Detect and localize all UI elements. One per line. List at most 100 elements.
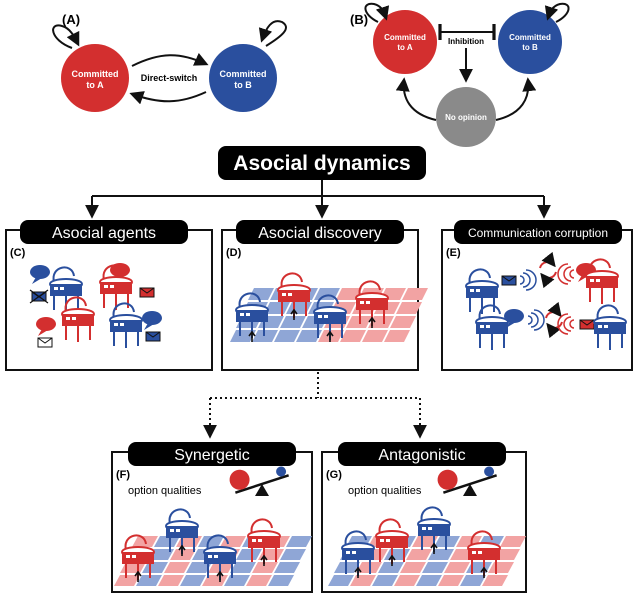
panel-f-label: (F) xyxy=(116,469,130,481)
robot-led xyxy=(590,279,594,282)
panel-e-label: (E) xyxy=(446,247,461,259)
node-no-opinion-label: No opinion xyxy=(445,113,487,122)
self-loop-a xyxy=(52,24,80,49)
option-qualities-f: option qualities xyxy=(128,485,202,497)
panel-e-content xyxy=(465,251,627,350)
robot-antenna xyxy=(378,518,401,535)
panel-f-content xyxy=(114,466,312,586)
robot-agent xyxy=(585,258,619,304)
option-ball-big xyxy=(229,469,250,490)
signal-wave xyxy=(569,269,575,279)
robot-led xyxy=(54,287,58,290)
robot-led xyxy=(604,325,608,328)
cross-icon xyxy=(29,289,49,304)
robot-led xyxy=(170,529,174,532)
node-bb-line1: Committed xyxy=(509,33,551,42)
bubble-body xyxy=(36,317,56,331)
robot-antenna xyxy=(250,518,273,535)
envelope-icon xyxy=(579,319,595,330)
signal-wave xyxy=(530,312,539,328)
fulcrum xyxy=(463,484,477,496)
robot-led xyxy=(72,317,76,320)
floor-tile xyxy=(164,562,190,573)
envelope-flap xyxy=(145,331,161,338)
robot-antenna xyxy=(168,508,191,525)
robot-led xyxy=(214,555,218,558)
robot-led xyxy=(472,551,476,554)
robot-agent xyxy=(99,264,133,310)
title-text: Asocial dynamics xyxy=(233,152,410,175)
option-ball-small xyxy=(484,466,495,477)
robot-agent xyxy=(475,304,509,350)
tab-c-label: Asocial agents xyxy=(52,225,156,242)
floor-tile xyxy=(372,575,398,586)
floor-tile xyxy=(444,562,470,573)
robot-antenna xyxy=(112,302,135,319)
robot-led xyxy=(176,529,180,532)
robot-agent xyxy=(467,530,501,576)
robot-antenna xyxy=(124,534,147,551)
none-to-b xyxy=(495,77,537,121)
bubble-body xyxy=(504,309,524,323)
signal-wave xyxy=(557,313,569,335)
robot-agent xyxy=(593,304,627,350)
envelope-flap xyxy=(579,319,595,326)
self-loop-bb xyxy=(544,2,570,23)
panel-b-label: (B) xyxy=(350,12,368,27)
self-loop-ba xyxy=(364,2,390,23)
node-committed-b: Committed to B xyxy=(209,44,277,112)
floor-tile xyxy=(390,316,416,328)
robot-led xyxy=(252,539,256,542)
floor-tile xyxy=(384,330,410,342)
robot-led xyxy=(132,555,136,558)
node-a-line1: Committed xyxy=(72,69,119,79)
robot-led xyxy=(346,551,350,554)
up-arrow-icon xyxy=(134,570,142,582)
node-b-committed-b: Committed to B xyxy=(498,10,562,74)
option-ball-small xyxy=(276,466,287,477)
robot-led xyxy=(288,293,292,296)
robot-led xyxy=(598,325,602,328)
signal-wave xyxy=(557,263,569,285)
robot-agent xyxy=(203,534,237,580)
bubble-tail xyxy=(506,321,516,328)
robot-led xyxy=(478,551,482,554)
robot-led xyxy=(366,301,370,304)
robot-antenna xyxy=(64,296,87,313)
tab-g-label: Antagonistic xyxy=(378,447,465,464)
up-arrow-icon xyxy=(290,308,298,320)
bubble-tail xyxy=(144,323,154,330)
up-arrow-icon xyxy=(430,542,438,554)
robot-led xyxy=(422,527,426,530)
up-arrow-icon xyxy=(216,570,224,582)
floor-tile xyxy=(180,575,206,586)
tab-f xyxy=(128,442,296,466)
floor-tile xyxy=(362,330,388,342)
robot-led xyxy=(318,315,322,318)
cycle-arrow xyxy=(540,271,557,289)
self-loop-b xyxy=(258,20,287,47)
floor-tile xyxy=(396,302,422,314)
panel-g-content xyxy=(328,466,526,586)
robot-antenna xyxy=(358,280,381,297)
tab-d xyxy=(236,220,404,244)
envelope-flap xyxy=(139,287,155,294)
arrow-a-to-b xyxy=(131,52,209,67)
tab-e-label: Communication corruption xyxy=(468,226,608,240)
floor-tile xyxy=(274,562,300,573)
arrow-b-to-a xyxy=(129,91,207,105)
robot-led xyxy=(282,293,286,296)
robot-led xyxy=(240,313,244,316)
node-no-opinion: No opinion xyxy=(436,87,496,147)
bubble-body xyxy=(142,311,162,325)
envelope-icon xyxy=(29,289,49,304)
floor-tile xyxy=(422,562,448,573)
floor-tile xyxy=(460,575,486,586)
robot-agent xyxy=(375,518,409,564)
robot-led xyxy=(428,527,432,530)
floor-tile xyxy=(114,575,140,586)
robot-led xyxy=(324,315,328,318)
up-arrow-icon xyxy=(354,566,362,578)
